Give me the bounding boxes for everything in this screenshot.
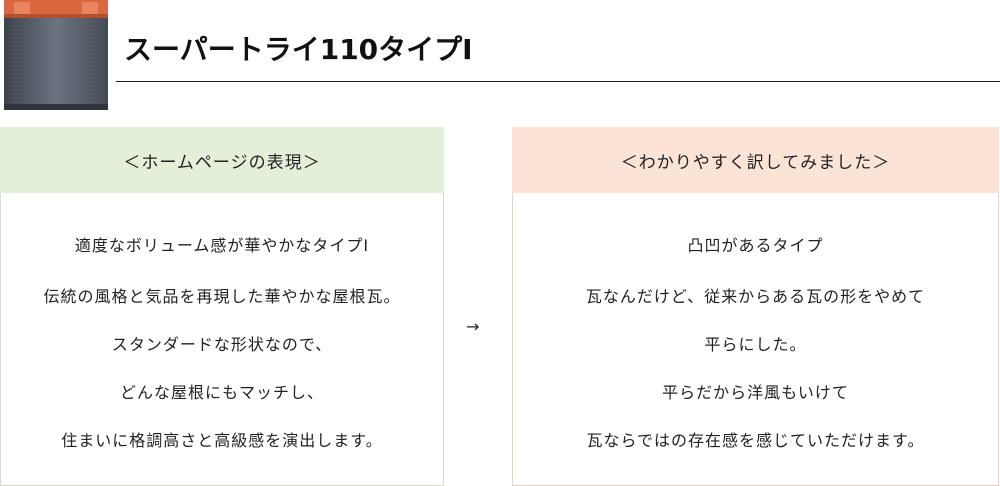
left-text-line: 住まいに格調高さと高級感を演出します。 <box>61 431 383 450</box>
right-text-line: 平らにした。 <box>704 335 807 354</box>
plain-translation-heading: ＜わかりやすく訳してみました＞ <box>512 127 999 193</box>
left-text-line: 適度なボリューム感が華やかなタイプⅠ <box>74 236 370 255</box>
right-text-line: 瓦ならではの存在感を感じていただけます。 <box>586 431 925 450</box>
right-text-line: 平らだから洋風もいけて <box>662 383 849 402</box>
title-divider <box>116 81 1000 82</box>
left-text-line: 伝統の風格と気品を再現した華やかな屋根瓦。 <box>43 287 401 306</box>
plain-translation-panel: ＜わかりやすく訳してみました＞ 凸凹があるタイプ 瓦なんだけど、従来からある瓦の… <box>512 127 999 486</box>
right-text-line: 凸凹があるタイプ <box>687 236 824 255</box>
homepage-expression-panel: ＜ホームページの表現＞ 適度なボリューム感が華やかなタイプⅠ 伝統の風格と気品を… <box>0 127 444 486</box>
plain-translation-body: 凸凹があるタイプ 瓦なんだけど、従来からある瓦の形をやめて 平らにした。 平らだ… <box>512 193 999 486</box>
roof-tile-product-image <box>4 0 108 110</box>
left-text-line: スタンダードな形状なので、 <box>111 335 333 354</box>
right-text-line: 瓦なんだけど、従来からある瓦の形をやめて <box>585 287 926 306</box>
page-title: スーパートライ110タイプⅠ <box>124 33 473 66</box>
homepage-expression-body: 適度なボリューム感が華やかなタイプⅠ 伝統の風格と気品を再現した華やかな屋根瓦。… <box>0 193 444 486</box>
right-arrow-icon: → <box>466 317 480 336</box>
homepage-expression-heading: ＜ホームページの表現＞ <box>0 127 444 193</box>
left-text-line: どんな屋根にもマッチし、 <box>119 383 324 402</box>
